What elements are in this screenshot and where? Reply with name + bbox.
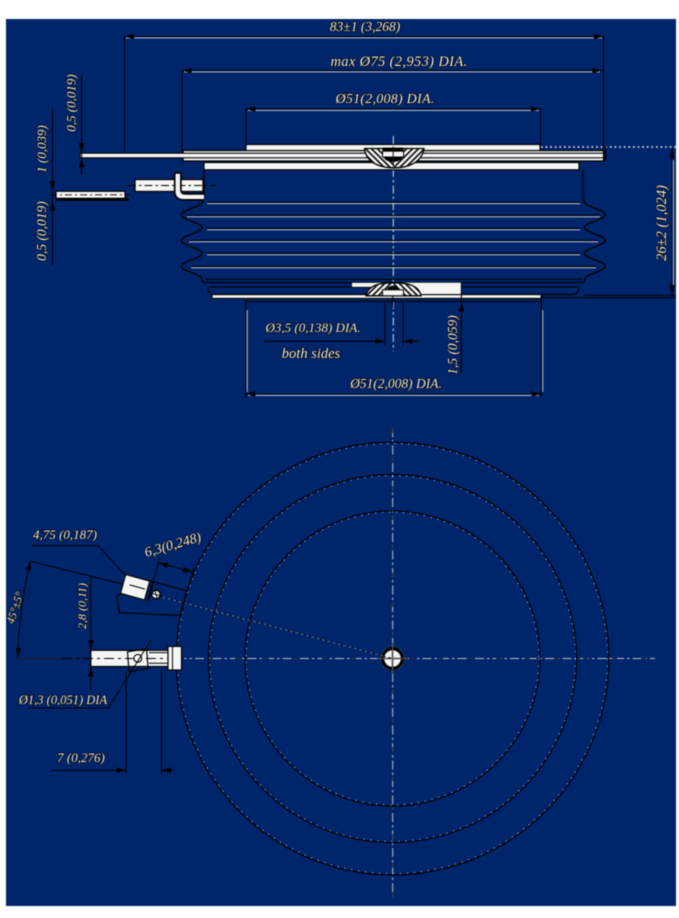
svg-text:26±2 (1,024): 26±2 (1,024) bbox=[654, 185, 670, 261]
svg-text:7 (0,276): 7 (0,276) bbox=[57, 750, 105, 765]
svg-text:max Ø75 (2,953) DIA.: max Ø75 (2,953) DIA. bbox=[330, 54, 467, 70]
svg-text:4,75 (0,187): 4,75 (0,187) bbox=[33, 527, 97, 542]
svg-text:Ø1,3 (0,051) DIA: Ø1,3 (0,051) DIA bbox=[18, 693, 108, 707]
svg-text:Ø3,5 (0,138) DIA.: Ø3,5 (0,138) DIA. bbox=[265, 320, 361, 335]
svg-text:Ø51(2,008) DIA.: Ø51(2,008) DIA. bbox=[334, 92, 434, 107]
svg-text:1,5 (0,059): 1,5 (0,059) bbox=[445, 315, 460, 375]
svg-text:0,5 (0,019): 0,5 (0,019) bbox=[64, 74, 79, 131]
svg-text:Ø51(2,008) DIA.: Ø51(2,008) DIA. bbox=[349, 376, 442, 391]
svg-text:1 (0,039): 1 (0,039) bbox=[34, 125, 49, 173]
svg-text:both sides: both sides bbox=[282, 346, 341, 362]
svg-text:0,5 (0,019): 0,5 (0,019) bbox=[34, 201, 49, 261]
svg-text:2,8 (0,11): 2,8 (0,11) bbox=[75, 583, 89, 629]
svg-text:83±1 (3,268): 83±1 (3,268) bbox=[330, 19, 401, 34]
